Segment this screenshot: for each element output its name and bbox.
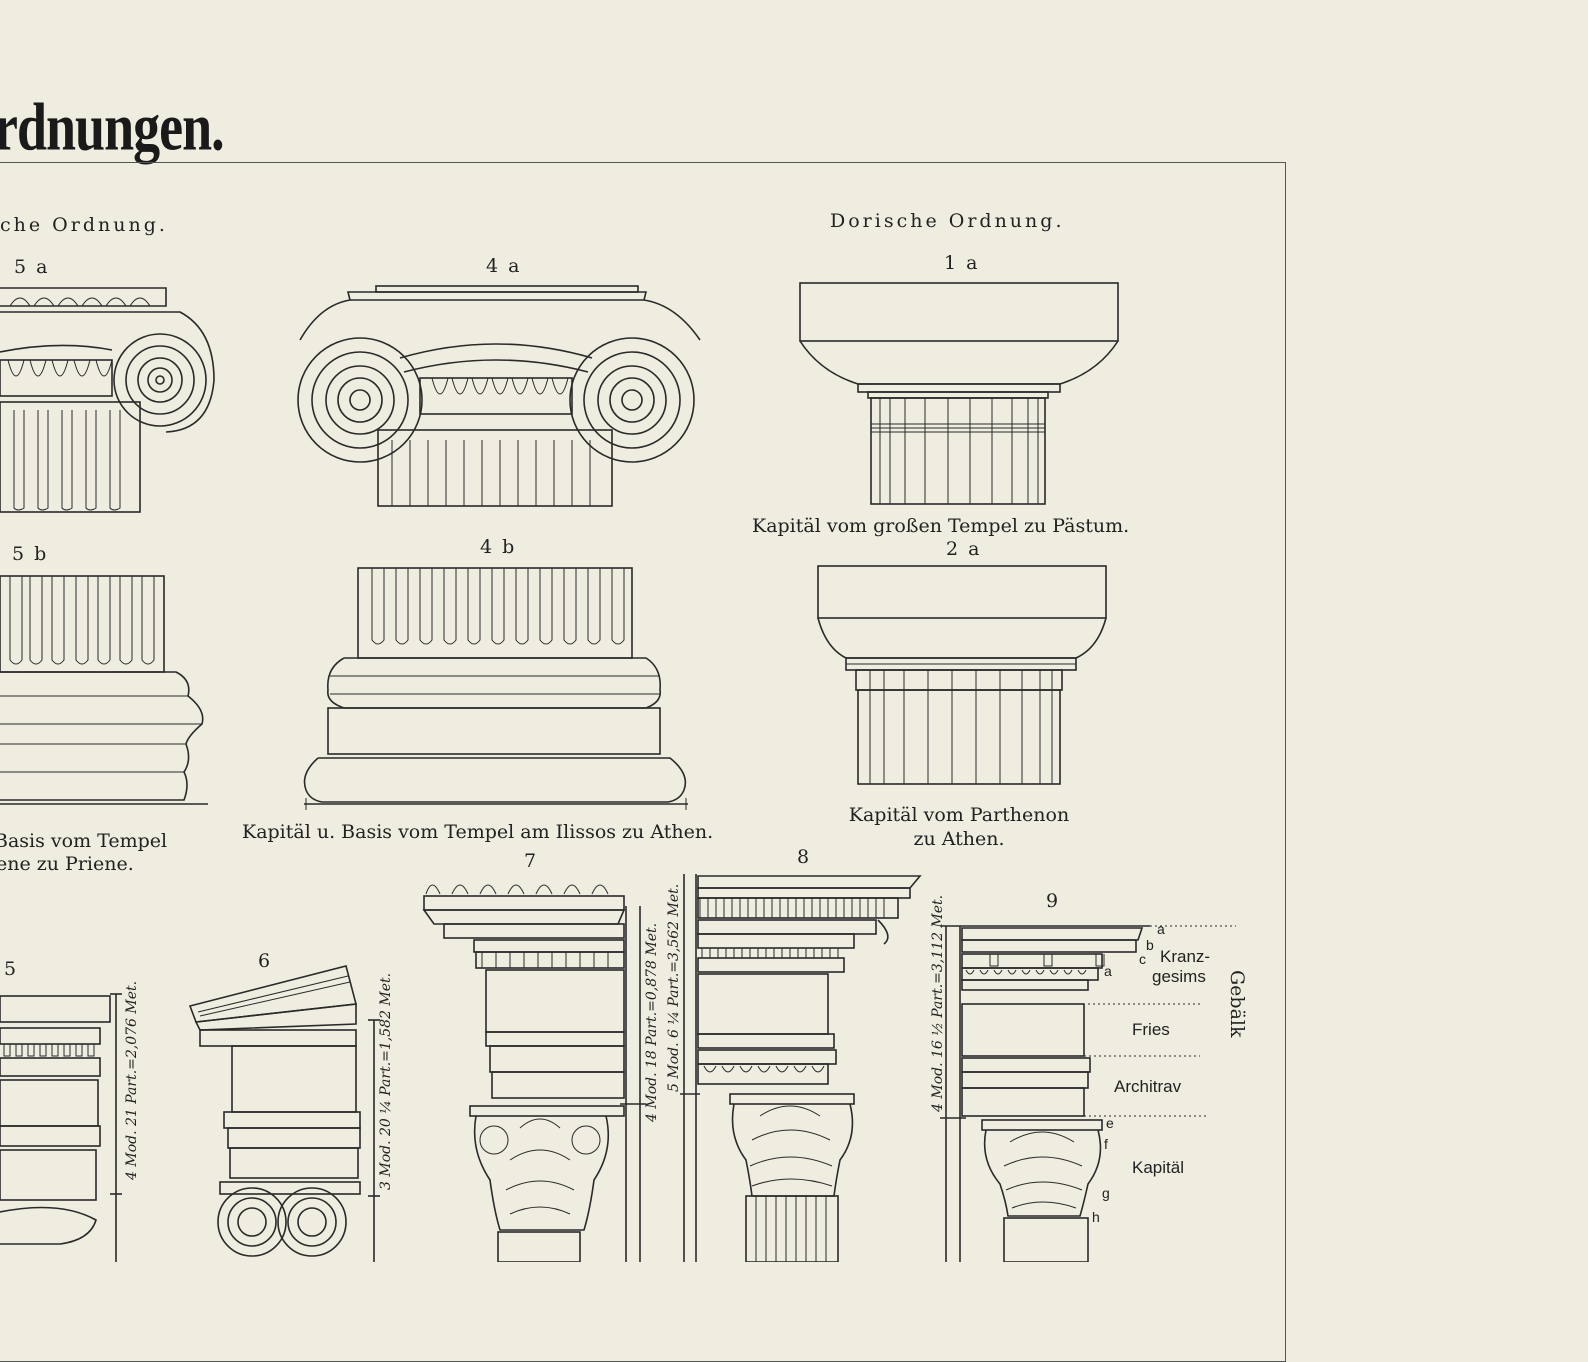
figure-7-number: 7 xyxy=(524,850,539,872)
fig5b-ionic-base-drawing xyxy=(0,575,208,805)
section-ionic-heading: che Ordnung. xyxy=(0,214,168,236)
figure-5b-number: 5 b xyxy=(12,543,49,565)
fig8-entablature-drawing xyxy=(680,874,922,1262)
fig2a-doric-capital-drawing xyxy=(817,565,1107,785)
figure-9-number: 9 xyxy=(1046,890,1061,912)
figure-8-number: 8 xyxy=(797,846,812,868)
figure-1a-number: 1 a xyxy=(944,252,980,274)
caption-paestum: Kapitäl vom großen Tempel zu Pästum. xyxy=(752,515,1130,537)
figure-2a-number: 2 a xyxy=(946,538,982,560)
fig9-letter-g: g xyxy=(1102,1185,1110,1201)
figure-4b-number: 4 b xyxy=(480,536,517,558)
figure-5-number: 5 xyxy=(4,958,19,980)
fig9-label-kranzgesims-2: gesims xyxy=(1152,967,1206,986)
fig9-letter-a2: a xyxy=(1104,963,1112,979)
fig4a-ionic-capital-drawing xyxy=(297,285,701,507)
fig9-label-architrav: Architrav xyxy=(1114,1077,1182,1096)
fig9-label-fries: Fries xyxy=(1132,1020,1170,1039)
caption-ilissos: Kapitäl u. Basis vom Tempel am Ilissos z… xyxy=(242,821,714,843)
section-doric-heading: Dorische Ordnung. xyxy=(830,210,1065,232)
engraving-drawings xyxy=(0,282,1236,1262)
fig6-entablature-drawing xyxy=(188,965,380,1262)
caption-priene-1: Basis vom Tempel xyxy=(0,830,168,852)
fig9-letter-f: f xyxy=(1104,1136,1108,1152)
fig9-label-kranzgesims-1: Kranz- xyxy=(1160,947,1211,966)
fig9-label-kapitael: Kapitäl xyxy=(1132,1158,1184,1177)
fig9-entablature-drawing xyxy=(940,925,1236,1262)
caption-parthenon-2: zu Athen. xyxy=(913,828,1005,850)
fig9-letter-a: a xyxy=(1157,921,1165,937)
fig9-letter-c: c xyxy=(1139,951,1146,967)
fig1a-doric-capital-drawing xyxy=(799,282,1119,505)
figure-4a-number: 4 a xyxy=(486,255,522,277)
fig4b-ionic-base-drawing xyxy=(303,567,688,810)
caption-parthenon-1: Kapitäl vom Parthenon xyxy=(848,804,1070,826)
fig7-entablature-drawing xyxy=(422,884,646,1262)
fig9-letter-b: b xyxy=(1146,937,1154,953)
figure-5a-number: 5 a xyxy=(14,256,50,278)
plate-title: rdnungen. xyxy=(0,89,225,165)
figure-6-number: 6 xyxy=(258,950,273,972)
fig5a-ionic-capital-drawing xyxy=(0,287,215,513)
fig5-entablature-drawing xyxy=(0,993,122,1262)
fig9-label-gebaelk: Gebälk xyxy=(1226,970,1248,1038)
fig9-letter-h: h xyxy=(1092,1209,1100,1225)
fig9-letter-e: e xyxy=(1106,1115,1114,1131)
caption-priene-2: ene zu Priene. xyxy=(0,853,134,875)
